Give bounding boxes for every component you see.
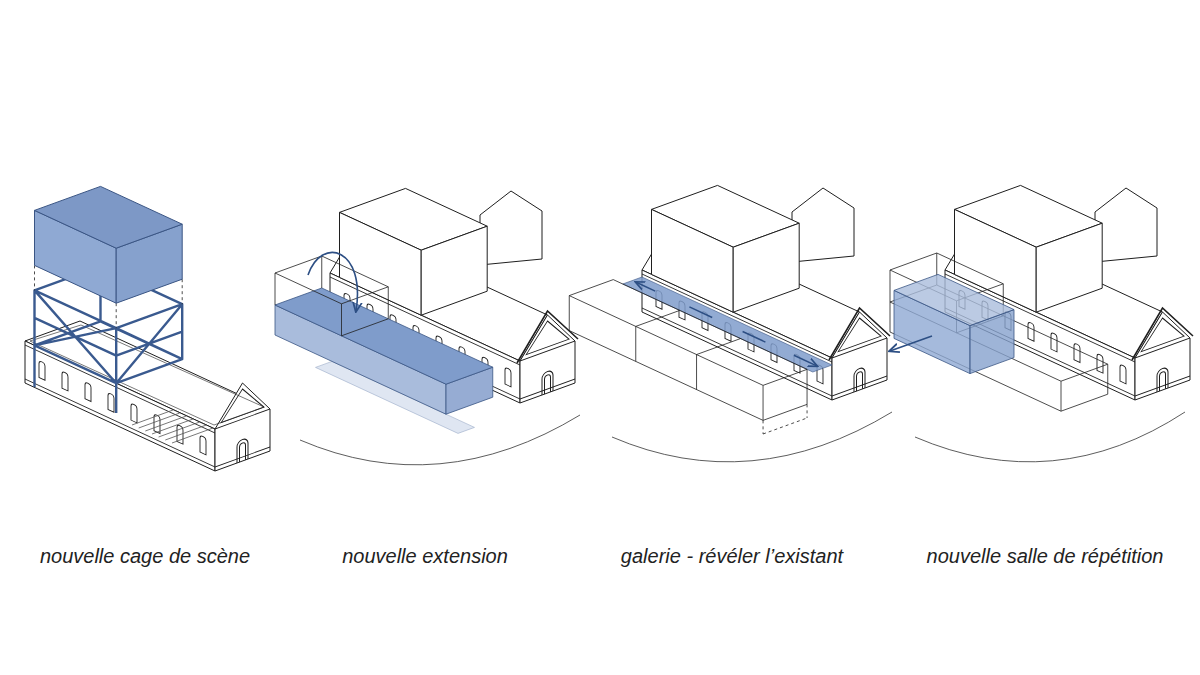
extension-outline: [890, 253, 1108, 411]
rehearsal-room-volume: [894, 274, 1014, 325]
upper-volume-outline: [275, 256, 388, 336]
caption-label: nouvelle salle de répétition: [927, 544, 1164, 568]
caption-label: nouvelle cage de scène: [40, 544, 250, 568]
curved-arrow: [308, 252, 357, 311]
lower-level-outline: [763, 404, 807, 434]
direction-arrow: [890, 336, 932, 351]
double-arrow: [636, 282, 817, 366]
new-volumes-outline: [569, 280, 807, 421]
ground-curve: [915, 412, 1185, 462]
extension-volume: [275, 288, 493, 384]
building-instance: [642, 185, 890, 400]
panel-rehearsal-room: [890, 185, 1193, 461]
caption-label: nouvelle extension: [342, 544, 508, 568]
gallery-band: [623, 277, 832, 372]
panel-extension: [275, 188, 580, 464]
panel-stage-tower: [25, 186, 270, 471]
walls-instance: [25, 341, 270, 471]
ground-curve: [612, 412, 892, 462]
caption-label: galerie - révéler l’existant: [621, 544, 843, 568]
building-instance: [945, 185, 1193, 400]
raked-seating: [132, 410, 213, 443]
panel-gallery: [569, 185, 892, 461]
stage-tower-volume: [35, 186, 183, 248]
